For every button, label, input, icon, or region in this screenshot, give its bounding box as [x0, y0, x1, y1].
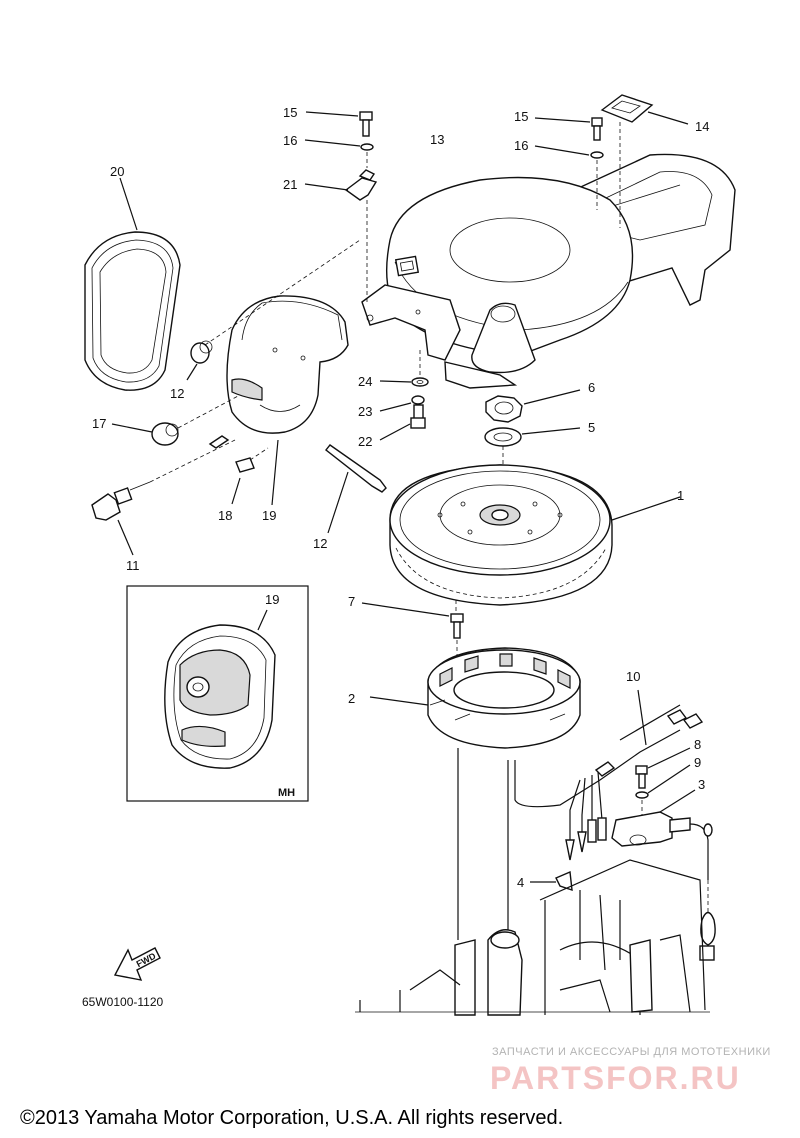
washer-part-23[interactable] — [379, 395, 425, 412]
silencer-variant-part-19[interactable] — [164, 609, 276, 769]
diagram-code: 65W0100-1120 — [82, 995, 163, 1009]
washer-part-9[interactable] — [635, 764, 691, 820]
label-5: 5 — [588, 420, 595, 435]
inset-box — [126, 585, 309, 802]
harness-part-10[interactable] — [514, 689, 704, 861]
flywheel-part-1[interactable] — [389, 464, 681, 612]
flywheel-cover-part-13[interactable] — [361, 153, 736, 389]
label-17: 17 — [92, 416, 106, 431]
label-3: 3 — [698, 777, 705, 792]
engine-block — [355, 859, 710, 1016]
pulser-coil-part-3[interactable] — [611, 789, 716, 961]
label-24: 24 — [358, 374, 372, 389]
nut-part-6[interactable] — [485, 389, 581, 423]
label-22: 22 — [358, 434, 372, 449]
fitting-part-11[interactable] — [91, 435, 236, 556]
label-1: 1 — [677, 488, 684, 503]
label-10: 10 — [626, 669, 640, 684]
label-9: 9 — [694, 755, 701, 770]
clamp-part-4[interactable] — [530, 870, 573, 892]
label-20: 20 — [110, 164, 124, 179]
cap-part-17[interactable] — [111, 394, 241, 446]
label-15-right: 15 — [514, 109, 528, 124]
screw-part-7[interactable] — [361, 602, 464, 660]
label-part-18[interactable] — [231, 447, 269, 505]
fwd-arrow-icon: FWD — [113, 947, 161, 981]
label-23: 23 — [358, 404, 372, 419]
bolt-part-15-right[interactable] — [534, 117, 603, 141]
label-21: 21 — [283, 177, 297, 192]
washer-part-16-right[interactable] — [534, 145, 604, 210]
gasket-part-20[interactable] — [84, 177, 181, 391]
washer-part-5[interactable] — [484, 427, 581, 510]
label-12-lower: 12 — [313, 536, 327, 551]
watermark-brand: PARTSFOR.RU — [490, 1060, 741, 1096]
bolt-part-15-left[interactable] — [305, 111, 373, 137]
inset-tag: MH — [278, 787, 295, 799]
label-14: 14 — [695, 119, 709, 134]
label-15-left: 15 — [283, 105, 297, 120]
silencer-part-19[interactable] — [226, 295, 349, 506]
label-11: 11 — [126, 558, 140, 573]
bolt-part-8[interactable] — [635, 747, 691, 789]
cable-tie-part-12-lower[interactable] — [325, 444, 387, 534]
label-19: 19 — [262, 508, 276, 523]
stator-part-2[interactable] — [369, 647, 581, 940]
bolt-part-22[interactable] — [379, 350, 426, 441]
label-7: 7 — [348, 594, 355, 609]
label-2: 2 — [348, 691, 355, 706]
label-13: 13 — [430, 132, 444, 147]
label-19-inset: 19 — [265, 592, 279, 607]
copyright-notice: ©2013 Yamaha Motor Corporation, U.S.A. A… — [20, 1107, 563, 1129]
clip-part-21[interactable] — [304, 152, 378, 305]
label-6: 6 — [588, 380, 595, 395]
label-18: 18 — [218, 508, 232, 523]
callout-labels: 15 16 21 20 13 15 16 14 12 17 18 19 12 1… — [82, 105, 709, 1009]
watermark-tagline: ЗАПЧАСТИ И АКСЕССУАРЫ ДЛЯ МОТОТЕХНИКИ — [492, 1046, 771, 1058]
label-12-upper: 12 — [170, 386, 184, 401]
label-16-left: 16 — [283, 133, 297, 148]
label-16-right: 16 — [514, 138, 528, 153]
label-4: 4 — [517, 875, 524, 890]
label-8: 8 — [694, 737, 701, 752]
plate-part-14[interactable] — [600, 94, 689, 228]
grommet-part-12-upper[interactable] — [186, 239, 361, 381]
washer-part-24[interactable] — [379, 377, 429, 387]
washer-part-16-left[interactable] — [304, 139, 374, 151]
